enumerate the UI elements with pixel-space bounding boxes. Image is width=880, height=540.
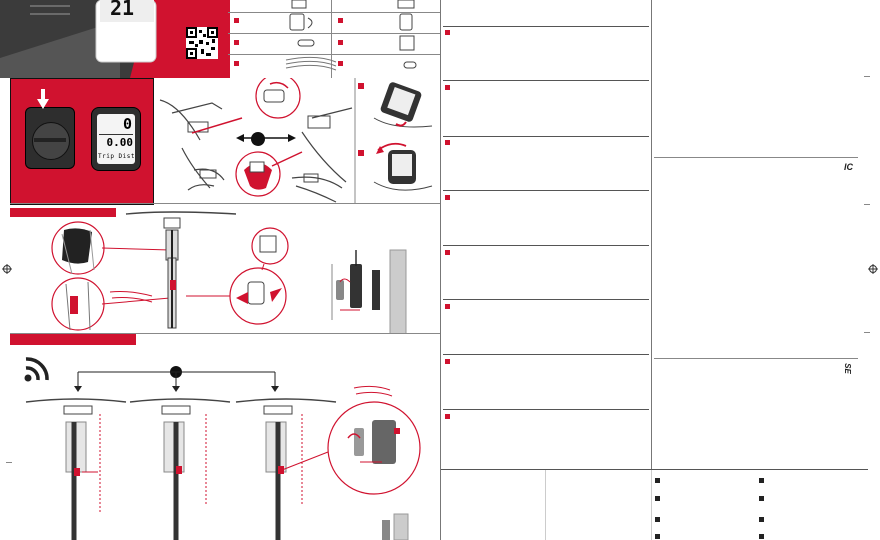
device-info-panel: 0 0.00 Trip Dist [10, 78, 154, 205]
main-value: 0.00 [106, 136, 134, 149]
device-speed-readout: 21 [110, 0, 135, 20]
section-bar-sensor [10, 208, 116, 217]
language-mark-bottom: SE [842, 363, 852, 374]
section-bar-wireless [10, 334, 136, 345]
steps-column [441, 0, 651, 470]
mode-label: Trip Dist [98, 153, 136, 160]
mount-bracket [25, 107, 75, 169]
right-column: IC SE [652, 0, 880, 470]
computer-screen: 0 0.00 Trip Dist [97, 114, 135, 164]
sensor-install-diagram [10, 210, 440, 334]
arrow-down-icon [37, 99, 49, 109]
crosshair-registration-mark-right [868, 264, 878, 274]
language-mark-top: IC [844, 162, 853, 172]
crosshair-registration-mark-left [2, 264, 12, 274]
top-value: 0 [122, 115, 132, 133]
parts-list [228, 0, 440, 78]
bike-computer: 0 0.00 Trip Dist [91, 107, 141, 171]
wifi-signal-icon [24, 356, 50, 382]
qr-code-icon [186, 27, 218, 59]
handlebar-mount-diagram [152, 78, 440, 203]
bottom-table [441, 470, 868, 540]
fork-options-diagram [10, 362, 440, 540]
parts-drawings [285, 0, 417, 71]
